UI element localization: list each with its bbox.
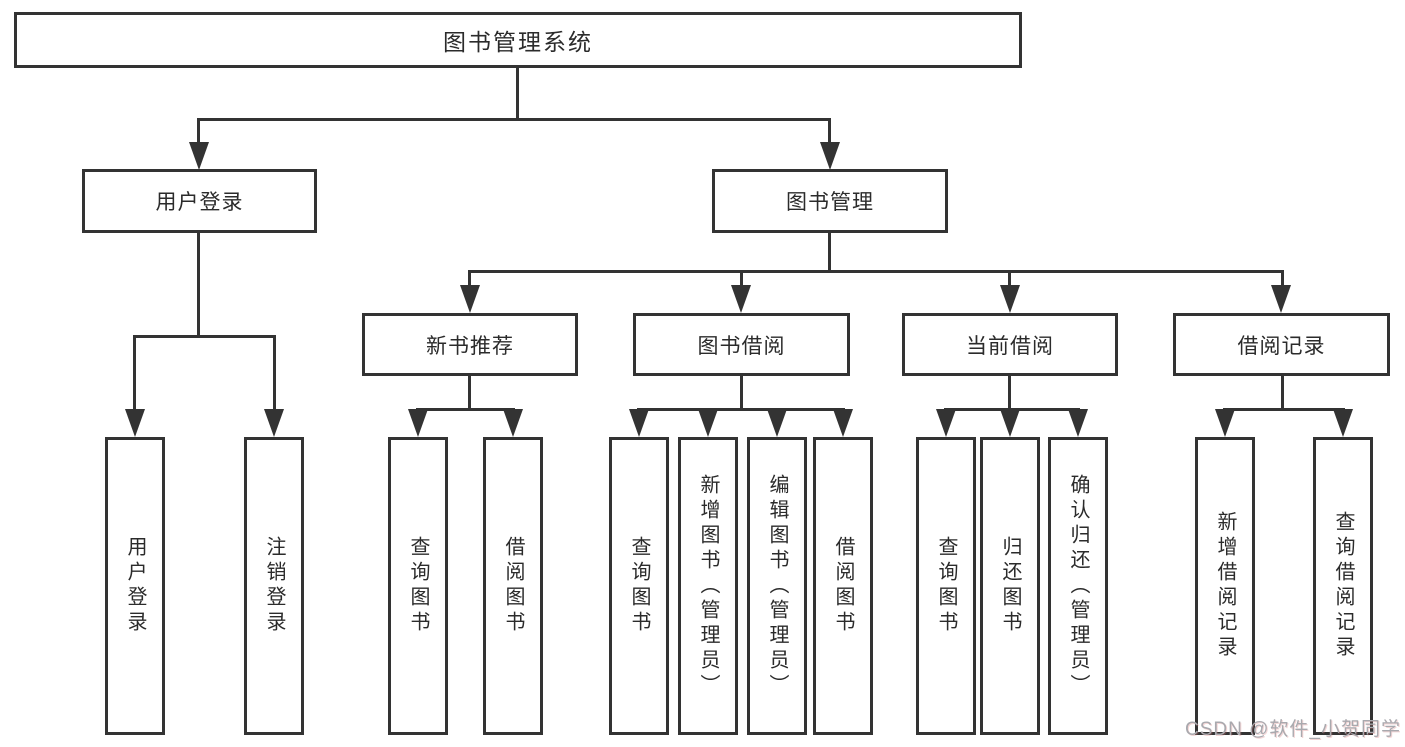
connector-root-drop-left — [197, 118, 200, 146]
arrow-down-icon — [833, 409, 853, 437]
leaf-confirm-return-admin: 确认归还（管理员） — [1048, 437, 1108, 735]
node-label: 查询借阅记录 — [1332, 511, 1354, 661]
node-new-book-recommend: 新书推荐 — [362, 313, 578, 376]
arrow-down-icon — [1271, 285, 1291, 313]
node-library-management-system: 图书管理系统 — [14, 12, 1022, 68]
node-label: 借阅记录 — [1237, 334, 1326, 358]
node-book-management: 图书管理 — [712, 169, 948, 233]
arrow-down-icon — [936, 409, 956, 437]
leaf-query-books-current: 查询图书 — [916, 437, 976, 735]
arrow-down-icon — [629, 409, 649, 437]
arrow-down-icon — [1068, 409, 1088, 437]
node-book-borrow: 图书借阅 — [633, 313, 850, 376]
node-label: 当前借阅 — [966, 334, 1054, 358]
node-label: 新增图书（管理员） — [697, 473, 719, 699]
node-label: 图书借阅 — [697, 334, 786, 358]
node-current-borrow: 当前借阅 — [902, 313, 1118, 376]
node-label: 图书管理系统 — [443, 29, 593, 55]
leaf-borrow-books-recommend: 借阅图书 — [483, 437, 543, 735]
arrow-down-icon — [767, 409, 787, 437]
node-label: 确认归还（管理员） — [1067, 473, 1089, 699]
connector-bookmgmt-bar — [468, 270, 1284, 273]
arrow-down-icon — [1333, 409, 1353, 437]
connector-userlogin-stem — [197, 233, 200, 335]
connector-bookmgmt-stem — [828, 233, 831, 270]
connector-bookmgmt-drop-4 — [1281, 270, 1284, 288]
arrow-down-icon — [408, 409, 428, 437]
connector-userlogin-bar — [133, 335, 276, 338]
arrow-down-icon — [460, 285, 480, 313]
node-label: 编辑图书（管理员） — [766, 473, 788, 699]
arrow-down-icon — [820, 142, 840, 170]
connector-newrec-bar — [416, 408, 515, 411]
connector-records-bar — [1223, 408, 1345, 411]
node-user-login: 用户登录 — [82, 169, 317, 233]
node-label: 归还图书 — [999, 536, 1021, 636]
arrow-down-icon — [503, 409, 523, 437]
node-label: 用户登录 — [124, 536, 146, 636]
leaf-borrow-books: 借阅图书 — [813, 437, 873, 735]
connector-root-drop-right — [828, 118, 831, 146]
leaf-query-books-recommend: 查询图书 — [388, 437, 448, 735]
connector-bookmgmt-drop-2 — [740, 270, 743, 288]
connector-borrow-stem — [740, 376, 743, 408]
connector-bookmgmt-drop-1 — [468, 270, 471, 288]
node-label: 借阅图书 — [502, 536, 524, 636]
arrow-down-icon — [264, 409, 284, 437]
connector-newrec-stem — [468, 376, 471, 408]
leaf-edit-books-admin: 编辑图书（管理员） — [747, 437, 807, 735]
leaf-query-books-borrow: 查询图书 — [609, 437, 669, 735]
connector-userlogin-drop-2 — [273, 335, 276, 411]
watermark: CSDN @软件_小贺同学 — [1185, 719, 1401, 740]
connector-userlogin-drop-1 — [133, 335, 136, 411]
arrow-down-icon — [189, 142, 209, 170]
connector-borrow-bar — [637, 408, 845, 411]
leaf-query-borrow-record: 查询借阅记录 — [1313, 437, 1373, 735]
arrow-down-icon — [731, 285, 751, 313]
node-label: 新书推荐 — [426, 334, 514, 358]
node-borrow-records: 借阅记录 — [1173, 313, 1390, 376]
arrow-down-icon — [698, 409, 718, 437]
leaf-return-books: 归还图书 — [980, 437, 1040, 735]
node-label: 查询图书 — [935, 536, 957, 636]
leaf-add-borrow-record: 新增借阅记录 — [1195, 437, 1255, 735]
node-label: 借阅图书 — [832, 536, 854, 636]
node-label: 查询图书 — [628, 536, 650, 636]
arrow-down-icon — [125, 409, 145, 437]
arrow-down-icon — [1215, 409, 1235, 437]
node-label: 新增借阅记录 — [1214, 511, 1236, 661]
node-label: 用户登录 — [155, 191, 244, 214]
node-label: 注销登录 — [263, 536, 285, 636]
leaf-add-books-admin: 新增图书（管理员） — [678, 437, 738, 735]
connector-bookmgmt-drop-3 — [1008, 270, 1011, 288]
node-label: 图书管理 — [786, 191, 874, 214]
arrow-down-icon — [1000, 285, 1020, 313]
connector-root-bar — [197, 118, 831, 121]
connector-root-stem — [516, 68, 519, 118]
connector-records-stem — [1281, 376, 1284, 408]
leaf-user-login: 用户登录 — [105, 437, 165, 735]
arrow-down-icon — [1000, 409, 1020, 437]
connector-current-stem — [1008, 376, 1011, 408]
node-label: 查询图书 — [407, 536, 429, 636]
leaf-logout: 注销登录 — [244, 437, 304, 735]
